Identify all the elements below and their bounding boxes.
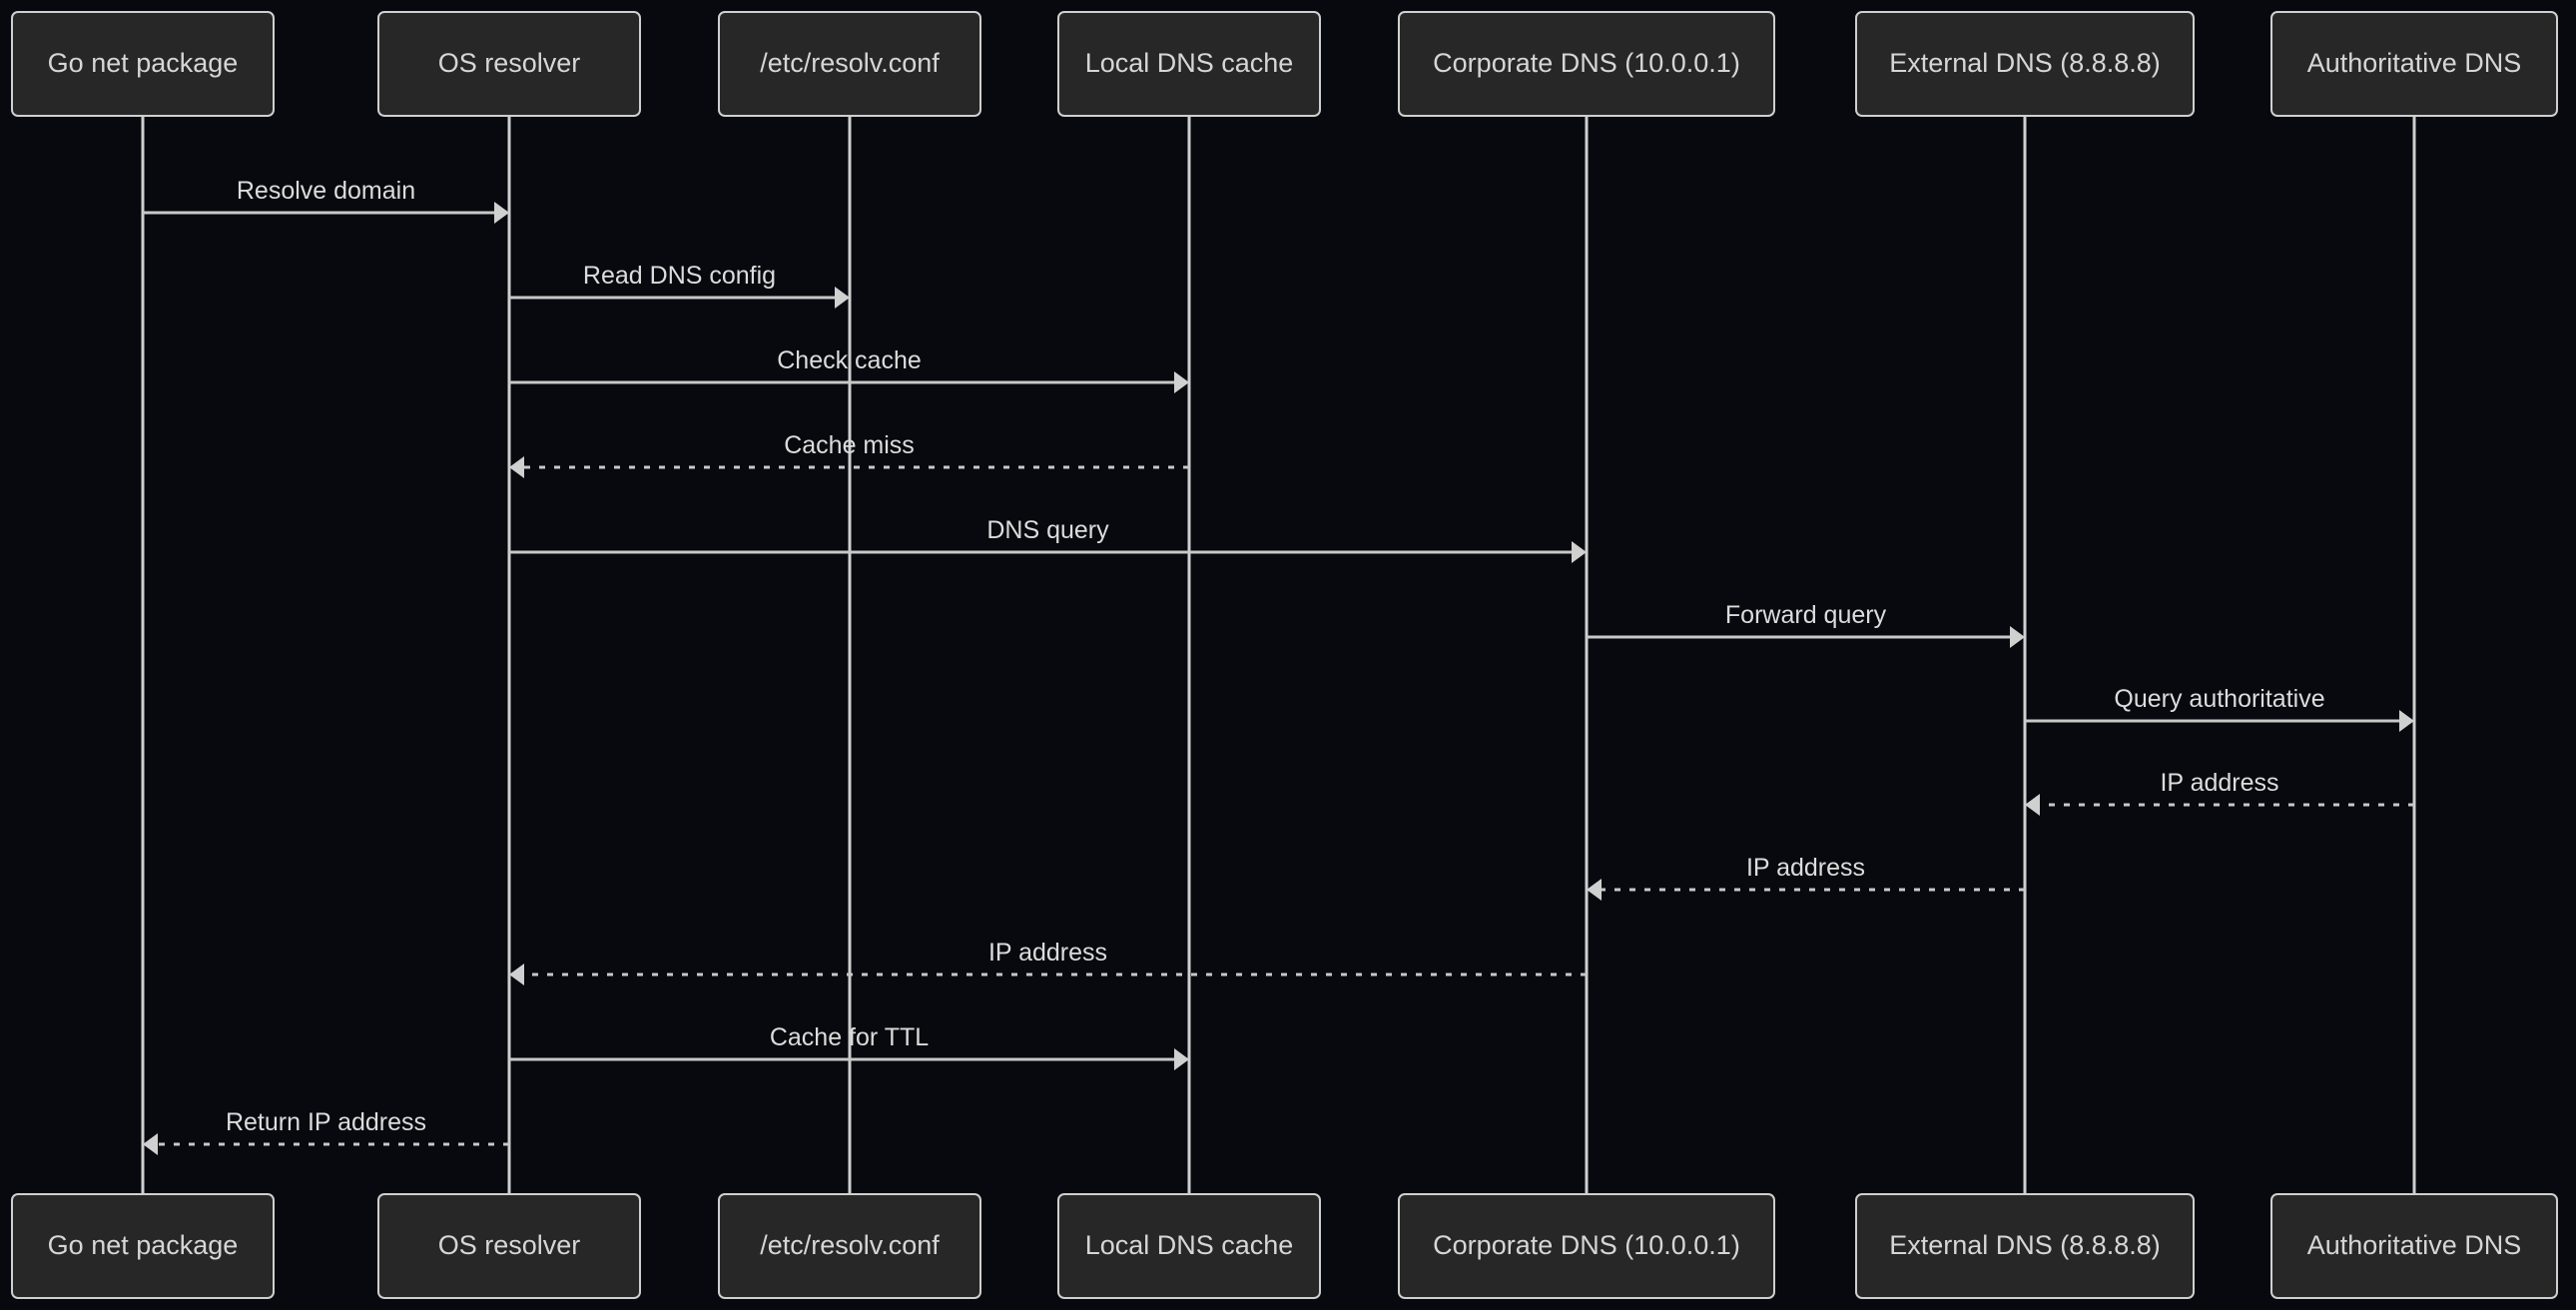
message-label: IP address [1746, 854, 1865, 882]
message-11-cache-for-ttl: Cache for TTL [509, 1023, 1189, 1070]
message-label: IP address [988, 939, 1107, 967]
participant-box [11, 1193, 275, 1299]
message-label: Cache miss [784, 431, 915, 459]
participant-box [2270, 1193, 2558, 1299]
participant-go-top[interactable]: Go net package [11, 11, 275, 117]
participant-box [718, 11, 981, 117]
message-10-ip-address: IP address [509, 939, 1587, 985]
participant-label: OS resolver [438, 1230, 581, 1260]
participant-box [377, 1193, 641, 1299]
participant-cache-bottom[interactable]: Local DNS cache [1057, 1193, 1321, 1299]
participant-box [11, 11, 275, 117]
message-arrowhead [835, 287, 850, 309]
message-label: Forward query [1725, 601, 1887, 629]
participant-box [1398, 1193, 1775, 1299]
message-5-dns-query: DNS query [509, 516, 1587, 563]
participant-box [2270, 11, 2558, 117]
message-label: Resolve domain [237, 177, 415, 205]
message-arrowhead [1572, 541, 1587, 563]
participant-label: External DNS (8.8.8.8) [1889, 1230, 2161, 1260]
participant-conf-top[interactable]: /etc/resolv.conf [718, 11, 981, 117]
message-arrowhead [143, 1133, 158, 1155]
participant-ext-bottom[interactable]: External DNS (8.8.8.8) [1855, 1193, 2195, 1299]
message-arrowhead [1174, 371, 1189, 393]
participant-label: Local DNS cache [1085, 1230, 1294, 1260]
participant-label: Authoritative DNS [2307, 1230, 2522, 1260]
message-arrowhead [509, 456, 524, 478]
message-2-read-dns-config: Read DNS config [509, 262, 850, 309]
participant-ext-top[interactable]: External DNS (8.8.8.8) [1855, 11, 2195, 117]
actors-top-layer: Go net package OS resolver/etc/resolv.con… [11, 11, 2558, 117]
participant-corp-bottom[interactable]: Corporate DNS (10.0.0.1) [1398, 1193, 1775, 1299]
message-arrowhead [494, 202, 509, 224]
participant-label: Local DNS cache [1085, 48, 1294, 78]
message-12-return-ip-address: Return IP address [143, 1108, 509, 1155]
participant-osres-bottom[interactable]: OS resolver [377, 1193, 641, 1299]
participant-label: OS resolver [438, 48, 581, 78]
participant-auth-top[interactable]: Authoritative DNS [2270, 11, 2558, 117]
message-label: DNS query [986, 516, 1109, 544]
participant-box [1398, 11, 1775, 117]
message-arrowhead [2010, 626, 2025, 648]
participant-label: /etc/resolv.conf [760, 48, 940, 78]
participant-label: Corporate DNS (10.0.0.1) [1433, 48, 1740, 78]
participant-label: Corporate DNS (10.0.0.1) [1433, 1230, 1740, 1260]
message-arrowhead [2025, 794, 2040, 816]
participant-go-bottom[interactable]: Go net package [11, 1193, 275, 1299]
participant-box [718, 1193, 981, 1299]
participant-label: Go net package [48, 48, 239, 78]
participant-corp-top[interactable]: Corporate DNS (10.0.0.1) [1398, 11, 1775, 117]
message-label: IP address [2160, 769, 2278, 797]
message-9-ip-address: IP address [1587, 854, 2025, 901]
message-label: Return IP address [226, 1108, 426, 1136]
participant-box [1855, 1193, 2195, 1299]
participant-box [377, 11, 641, 117]
actors-bottom-layer: Go net package OS resolver/etc/resolv.con… [11, 1193, 2558, 1299]
participant-label: /etc/resolv.conf [760, 1230, 940, 1260]
message-3-check-cache: Check cache [509, 346, 1189, 393]
participant-box [1057, 11, 1321, 117]
participant-label: External DNS (8.8.8.8) [1889, 48, 2161, 78]
message-label: Query authoritative [2114, 685, 2324, 713]
participant-cache-top[interactable]: Local DNS cache [1057, 11, 1321, 117]
participant-conf-bottom[interactable]: /etc/resolv.conf [718, 1193, 981, 1299]
message-arrowhead [2399, 710, 2414, 732]
message-4-cache-miss: Cache miss [509, 431, 1189, 478]
message-arrowhead [1587, 879, 1602, 901]
participant-box [1057, 1193, 1321, 1299]
participant-box [1855, 11, 2195, 117]
message-arrowhead [509, 964, 524, 985]
message-6-forward-query: Forward query [1587, 601, 2025, 648]
message-8-ip-address: IP address [2025, 769, 2414, 816]
lifelines-layer [141, 116, 2416, 1194]
participant-auth-bottom[interactable]: Authoritative DNS [2270, 1193, 2558, 1299]
participant-label: Go net package [48, 1230, 239, 1260]
message-label: Cache for TTL [770, 1023, 929, 1051]
message-label: Read DNS config [583, 262, 776, 290]
message-1-resolve-domain: Resolve domain [143, 177, 509, 224]
message-7-query-authoritative: Query authoritative [2025, 685, 2414, 732]
message-label: Check cache [777, 346, 922, 374]
message-arrowhead [1174, 1048, 1189, 1070]
participant-osres-top[interactable]: OS resolver [377, 11, 641, 117]
participant-label: Authoritative DNS [2307, 48, 2522, 78]
